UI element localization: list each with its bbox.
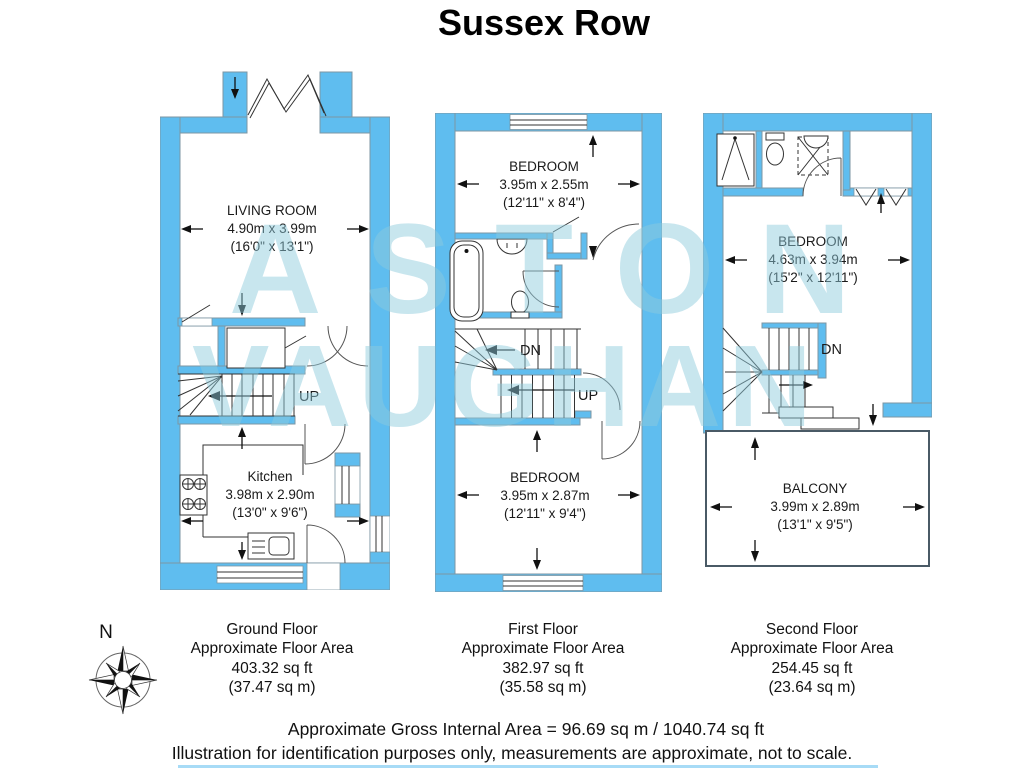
ensuite-fixtures [716,132,829,187]
bedroom3-label: BEDROOM 4.63m x 3.94m (15'2" x 12'11") [768,234,858,285]
balcony-outline [705,430,930,567]
stairs-up-label: UP [578,388,598,404]
room-name: BEDROOM [510,470,580,485]
toilet-icon [511,290,529,314]
caption-floor-name: Ground Floor [226,621,318,638]
second-floor-doors [802,157,842,197]
caption-area-sqm: (35.58 sq m) [499,678,587,696]
first-floor-walls [435,113,662,592]
room-dim-imperial: (13'0" x 9'6") [232,505,308,520]
bedroom2-label: BEDROOM 3.95m x 2.87m (12'11" x 9'4") [500,470,589,521]
room-name: BEDROOM [778,234,848,249]
caption-area-label: Approximate Floor Area [190,640,354,658]
room-dim-imperial: (12'11" x 8'4") [503,195,585,210]
ground-floor-caption: Ground Floor Approximate Floor Area 403.… [152,620,392,697]
page-title: Sussex Row [437,2,651,43]
hall-cupboard [181,304,307,369]
bedroom1-label: BEDROOM 3.95m x 2.55m (12'11" x 8'4") [499,159,588,210]
room-name: Kitchen [247,469,292,484]
kitchen-label: Kitchen 3.98m x 2.90m (13'0" x 9'6") [225,469,314,520]
bathroom-fixtures [449,216,580,322]
stairs-down-label: DN [520,343,541,359]
caption-area-sqm: (23.64 sq m) [768,678,856,696]
caption-area-sqm: (37.47 sq m) [228,678,316,696]
basin-icon [496,238,528,255]
bifold-door-icon [247,73,327,119]
caption-area-sqft: 403.32 sq ft [231,659,313,677]
first-floor-caption: First Floor Approximate Floor Area 382.9… [423,620,663,697]
room-dim-metric: 4.63m x 3.94m [768,252,857,267]
staircase-up: UP [177,373,319,417]
first-floor-dim-arrows [457,135,640,570]
room-dim-metric: 3.99m x 2.89m [770,499,859,514]
toilet-icon [765,132,785,141]
living-room-label: LIVING ROOM 4.90m x 3.99m (16'0" x 13'1"… [227,203,317,254]
caption-area-sqft: 254.45 sq ft [771,659,853,677]
stairs-up-label: UP [299,389,319,405]
compass-rose: N [88,622,158,715]
first-floor-doors [522,223,641,460]
room-dim-imperial: (15'2" x 12'11") [768,270,858,285]
disclaimer: Illustration for identification purposes… [171,743,853,763]
room-dim-imperial: (12'11" x 9'4") [504,506,586,521]
staircase-updn: DN UP [454,328,598,418]
ground-floor-dim-arrows [181,77,369,560]
caption-area-sqft: 382.97 sq ft [502,659,584,677]
room-dim-metric: 3.95m x 2.55m [499,177,588,192]
ground-floor-doors [304,325,369,564]
first-floor-plan: DN UP BEDROOM 3.95m x 2.55m (12'11" x 8'… [435,113,662,592]
compass-star-icon [88,645,158,715]
basin-icon [803,135,829,149]
stairs-down-label: DN [821,342,842,358]
room-dim-metric: 4.90m x 3.99m [227,221,316,236]
roof-windows [853,187,909,206]
second-floor-plan: DN BEDROOM 4.63m x 3.94m (15'2" x 12'11"… [703,113,932,567]
room-dim-imperial: (13'1" x 9'5") [777,517,853,532]
gross-internal-area: Approximate Gross Internal Area = 96.69 … [287,719,765,739]
balcony-label: BALCONY 3.99m x 2.89m (13'1" x 9'5") [770,481,859,532]
room-name: BALCONY [783,481,848,496]
ground-floor-windows [181,317,390,590]
second-floor-caption: Second Floor Approximate Floor Area 254.… [692,620,932,697]
room-name: BEDROOM [509,159,579,174]
room-dim-metric: 3.95m x 2.87m [500,488,589,503]
room-name: LIVING ROOM [227,203,317,218]
staircase-dn: DN [722,327,860,430]
compass-north-label: N [99,622,113,643]
first-floor-windows [502,114,588,591]
caption-area-label: Approximate Floor Area [730,640,894,658]
second-floor-walls [703,113,932,434]
second-floor-dim-arrows [710,193,925,562]
kitchen-fixtures [179,444,304,560]
room-dim-imperial: (16'0" x 13'1") [230,239,313,254]
caption-area-label: Approximate Floor Area [461,640,625,658]
front-door-opening [306,562,341,590]
room-dim-metric: 3.98m x 2.90m [225,487,314,502]
caption-floor-name: Second Floor [765,621,859,638]
caption-floor-name: First Floor [508,621,578,638]
bottom-strip [178,765,878,768]
ground-floor-plan: UP LIVI [160,71,390,590]
